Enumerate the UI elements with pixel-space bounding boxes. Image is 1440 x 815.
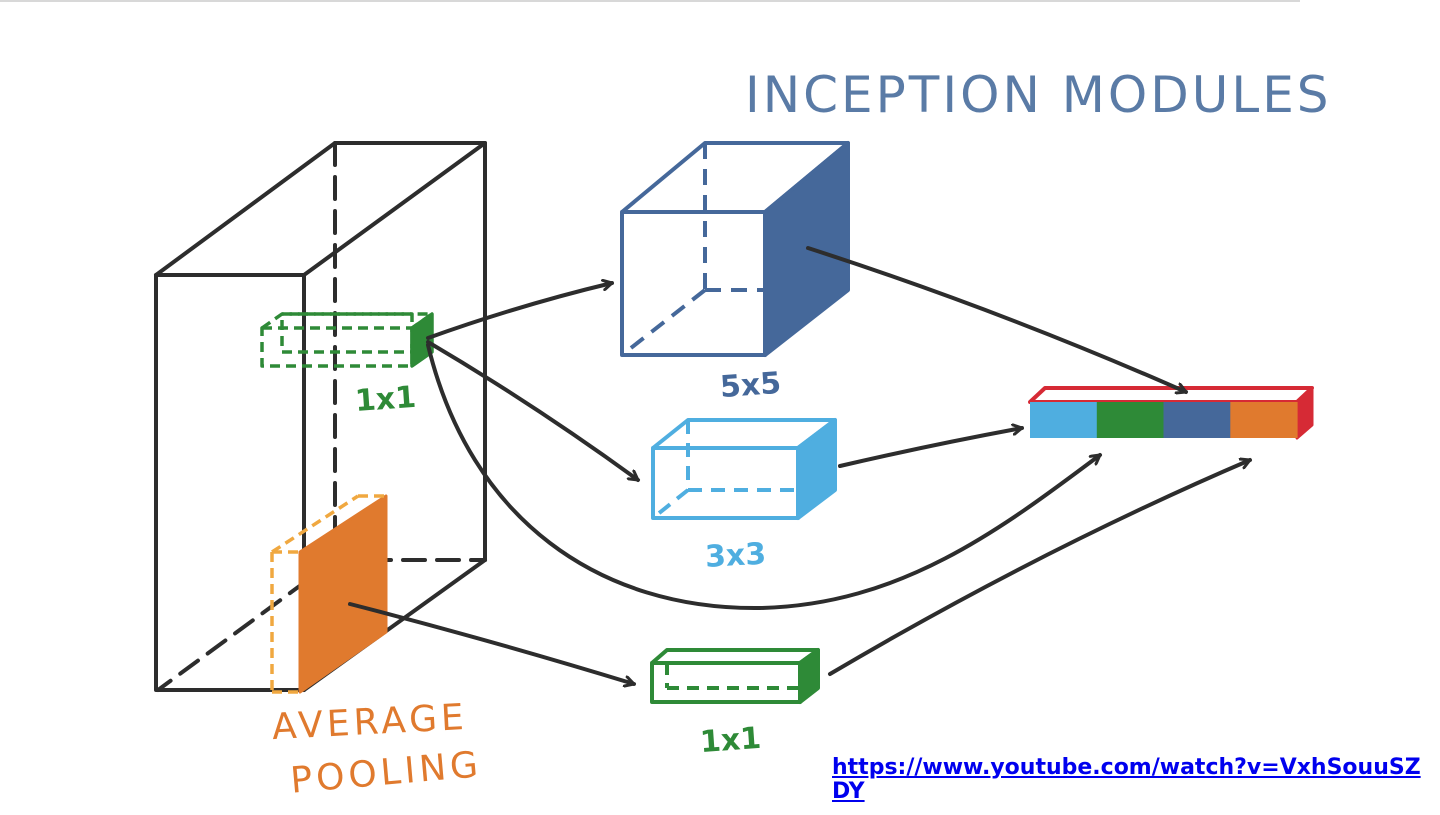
conv-3x3-top-face: [651, 418, 837, 450]
pooling-slice-top-left: [271, 494, 359, 554]
conv-5x5-front-face: [620, 210, 767, 357]
input-top-face: [154, 141, 487, 277]
conv-3x3-front-face: [651, 446, 800, 520]
conv-5x5-label: 5x5: [719, 366, 782, 405]
conv-1x1-box: [650, 648, 820, 704]
concat-top-face: [1028, 386, 1314, 404]
input-volume: [154, 141, 487, 692]
input-1x1-slice-back: [280, 312, 414, 354]
light-blue-segment: [1030, 402, 1098, 438]
concat-output: [1028, 386, 1314, 440]
input-1x1-label: 1x1: [354, 380, 417, 419]
arrow-5x5-to-concat: [806, 246, 1188, 392]
dark-blue-segment: [1163, 402, 1231, 438]
arrow-3x3-to-concat: [838, 428, 1024, 468]
green-segment: [1096, 402, 1165, 438]
arrow-1x1-to-concat: [426, 343, 1102, 611]
pooling-label-line2: POOLING: [289, 744, 484, 802]
arrow-1x1-box-to-concat: [828, 460, 1252, 676]
concat-segments: [1030, 402, 1298, 438]
conv-1x1-top-face: [650, 648, 820, 665]
conv-3x3-hidden-diagonal: [651, 488, 690, 520]
conv-5x5-top-face: [620, 141, 850, 214]
input-front-face: [154, 273, 306, 692]
conv-3x3-box: [651, 418, 837, 520]
pooling-slice-face: [298, 494, 388, 694]
conv-3x3-label: 3x3: [704, 537, 767, 575]
conv-1x1-label: 1x1: [699, 721, 762, 760]
diagram-title: INCEPTION MODULES: [745, 66, 1332, 124]
arrow-pool-to-1x1: [348, 602, 636, 684]
pooling-label-line1: AVERAGE: [271, 697, 469, 748]
arrow-to-5x5: [426, 283, 614, 340]
source-link[interactable]: https://www.youtube.com/watch?v=VxhSouuS…: [832, 755, 1421, 804]
pooling-slice: [270, 494, 388, 694]
input-1x1-slice-top: [260, 312, 434, 330]
input-1x1-slice-face: [410, 312, 434, 368]
conv-1x1-front-face: [650, 661, 802, 704]
input-1x1-slice: [260, 312, 434, 368]
orange-segment: [1230, 402, 1298, 438]
conv-5x5-hidden-diagonal: [620, 288, 707, 357]
arrow-to-3x3: [426, 340, 640, 482]
arrows: [348, 246, 1252, 684]
